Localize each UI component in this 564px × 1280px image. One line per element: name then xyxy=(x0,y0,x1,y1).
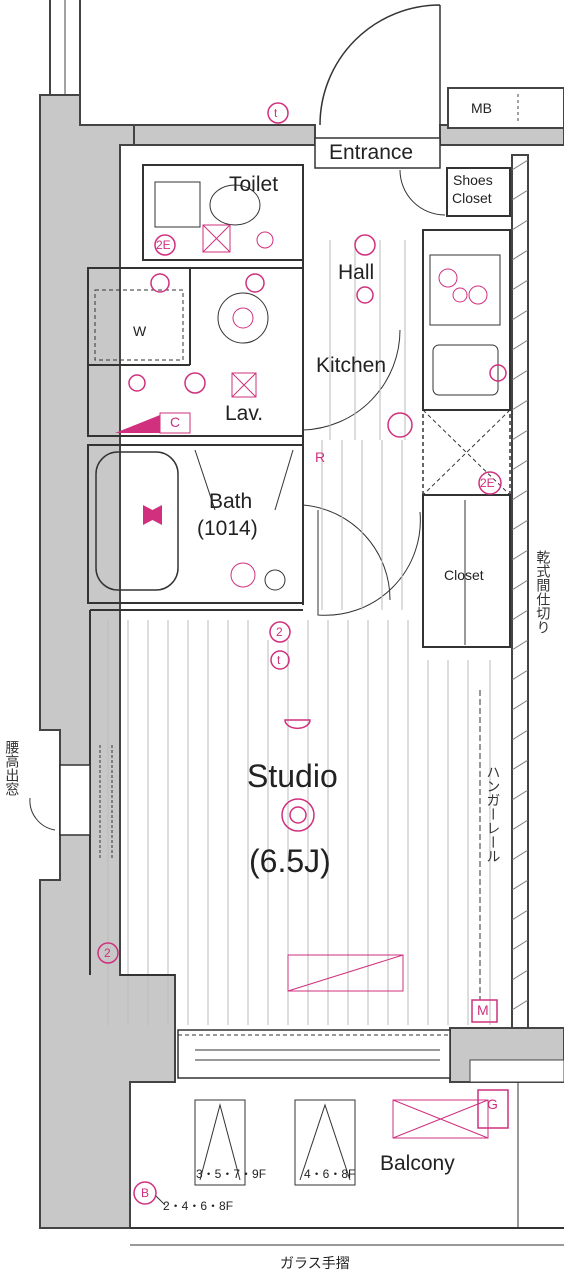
bath-size-label: (1014) xyxy=(197,517,258,540)
toilet-label: Toilet xyxy=(229,173,279,196)
hall-label: Hall xyxy=(338,261,375,284)
lav-label: Lav. xyxy=(225,402,264,425)
symbol-2-studio: 2 xyxy=(276,625,283,639)
floors-a-label: 3・5・7・9F xyxy=(196,1167,267,1181)
symbol-r: R xyxy=(315,449,326,465)
shoes-closet-label-1: Shoes xyxy=(453,172,493,188)
bay-window-label: 腰高出窓 xyxy=(3,740,20,796)
bath-label: Bath xyxy=(209,490,253,513)
floors-c-label: 2・4・6・8F xyxy=(163,1199,234,1213)
mb-label: MB xyxy=(471,100,492,116)
entrance-label: Entrance xyxy=(329,141,414,164)
symbol-g: G xyxy=(487,1096,498,1112)
closet xyxy=(422,494,511,648)
symbol-m: M xyxy=(477,1002,489,1018)
closet-label: Closet xyxy=(444,567,484,583)
symbol-t-top: t xyxy=(274,106,278,120)
symbol-b: B xyxy=(141,1186,150,1200)
hanger-rail-label: ハンガーレール xyxy=(484,765,501,863)
studio-label: Studio xyxy=(247,758,338,794)
entrance-door xyxy=(319,4,441,126)
wall-top xyxy=(133,124,316,146)
symbol-c: C xyxy=(170,414,181,430)
kitchen-counter xyxy=(422,229,511,411)
symbol-2-window: 2 xyxy=(104,946,111,960)
floors-b-label: 4・6・8F xyxy=(304,1167,356,1181)
wall-right xyxy=(511,154,529,1036)
symbol-2e-toilet: 2E xyxy=(156,238,171,252)
shoes-closet-label-2: Closet xyxy=(452,190,492,206)
symbol-t-studio: t xyxy=(277,653,281,667)
symbol-2e-kitchen: 2E xyxy=(480,476,495,490)
kitchen-label: Kitchen xyxy=(316,354,387,377)
glass-rail-label: ガラス手摺 xyxy=(280,1256,350,1272)
washer-label: W xyxy=(133,323,147,339)
balcony-label: Balcony xyxy=(380,1152,455,1175)
shoes-closet xyxy=(446,167,511,217)
studio-size-label: (6.5J) xyxy=(249,843,331,879)
partition-label: 乾式間仕切り xyxy=(534,550,551,634)
mb-box xyxy=(447,87,564,129)
